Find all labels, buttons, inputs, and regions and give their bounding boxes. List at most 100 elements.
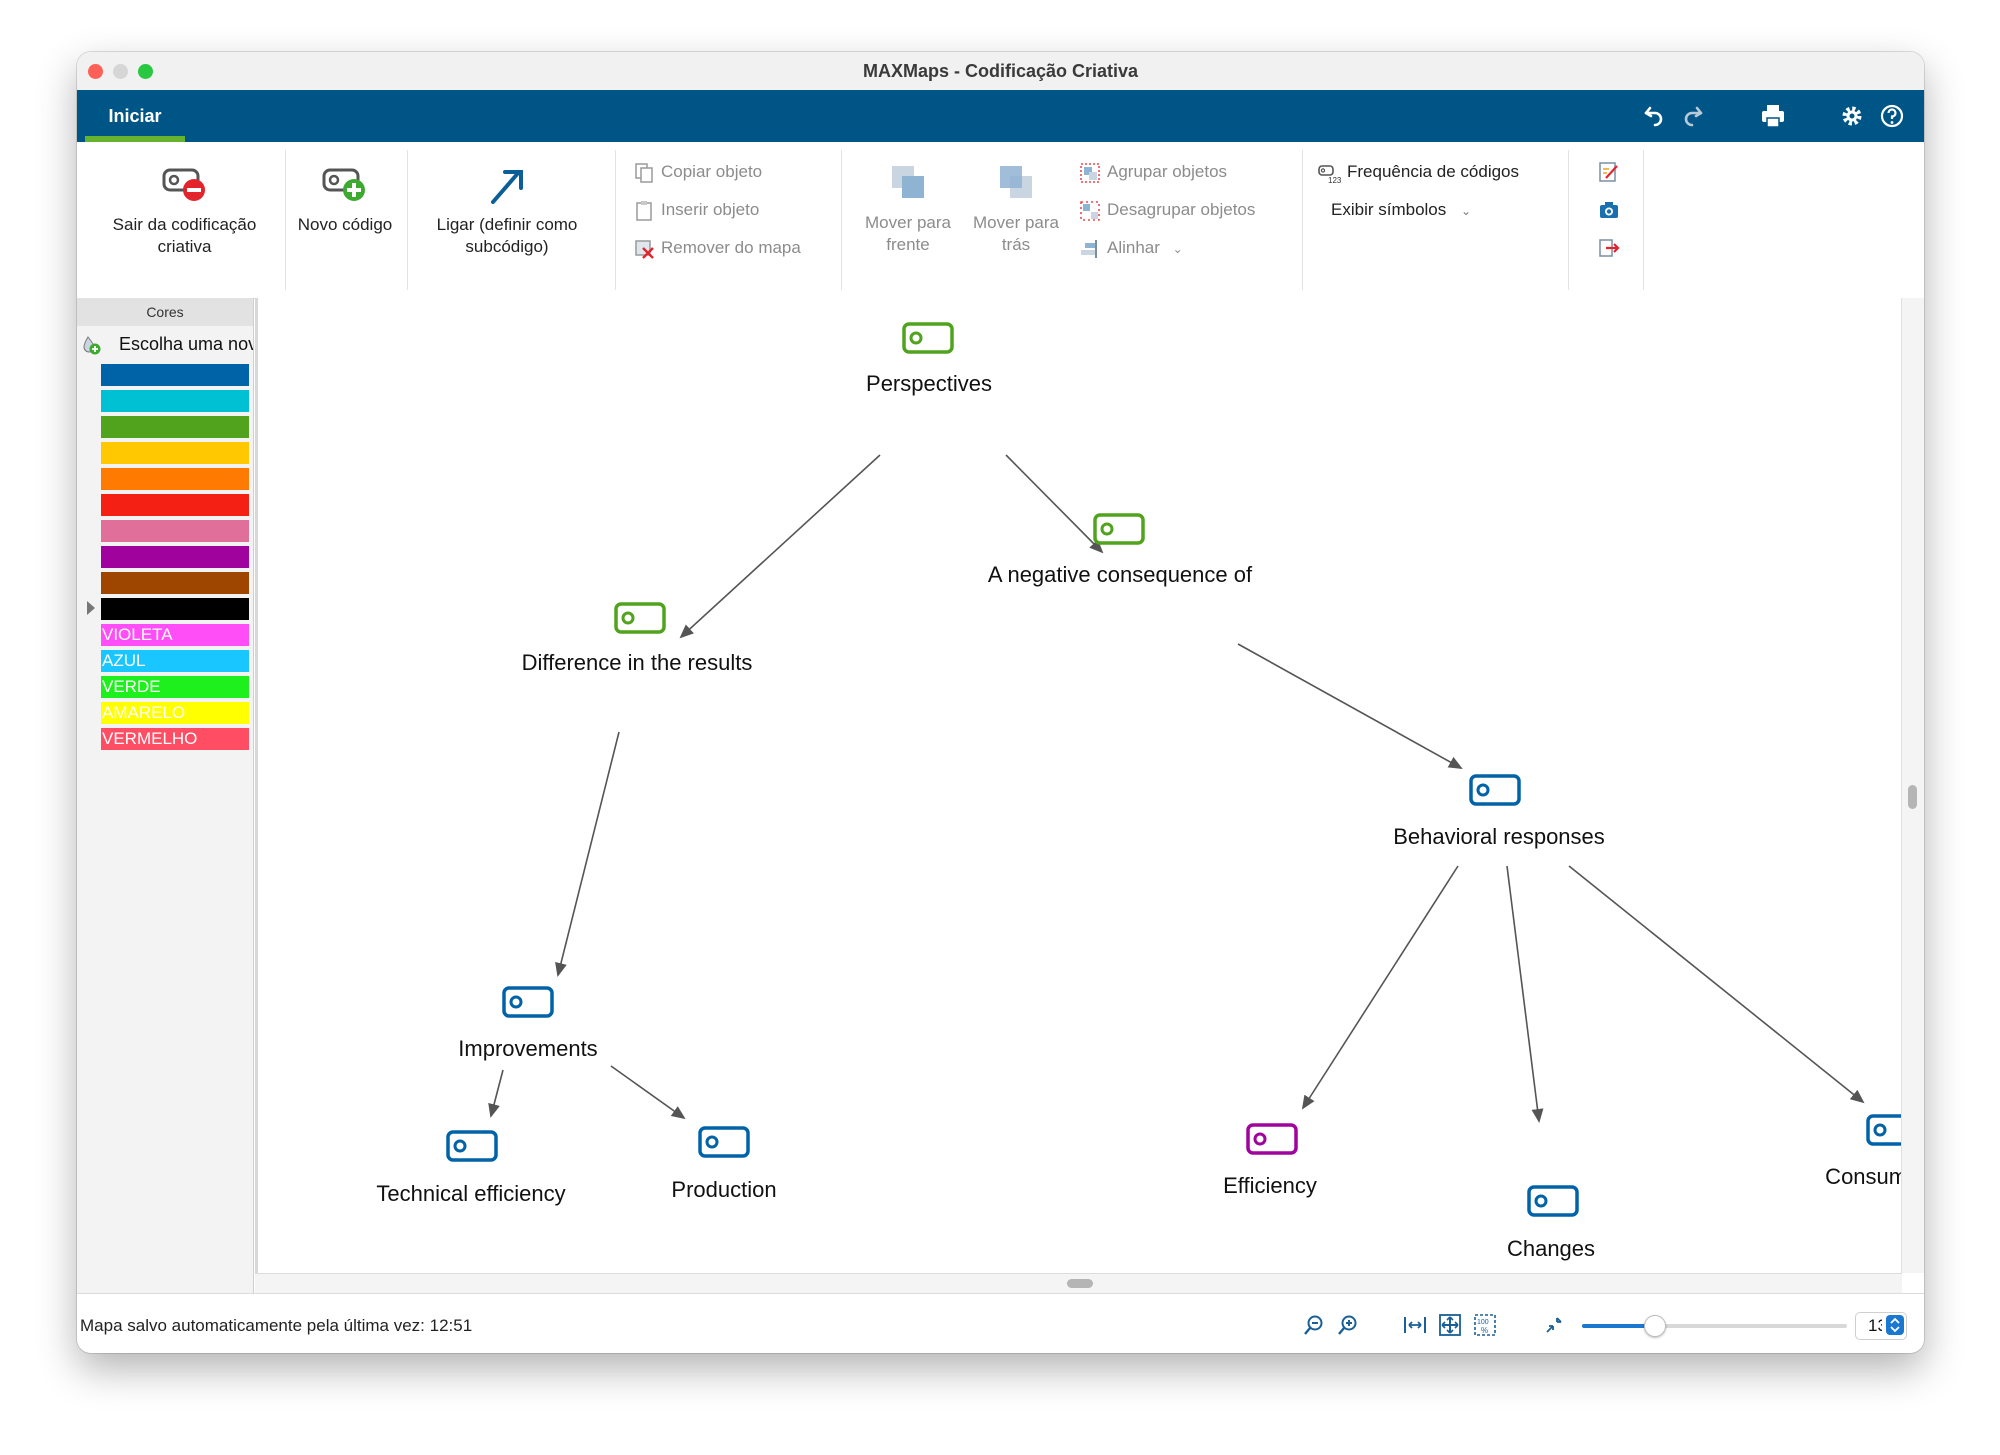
color-swatch[interactable]: [101, 572, 249, 594]
named-color-swatch[interactable]: VERMELHO: [101, 728, 249, 750]
color-swatch[interactable]: [101, 468, 249, 490]
insert-object-button[interactable]: Inserir objeto: [633, 198, 759, 222]
map-edge-perspectives-to-difference[interactable]: [679, 454, 881, 639]
redo-icon[interactable]: [1680, 102, 1708, 130]
map-edge-perspectives-to-negative[interactable]: [1005, 454, 1104, 554]
send-backward-icon: [1000, 166, 1032, 198]
new-code-button[interactable]: Novo código: [295, 164, 395, 236]
code-frequency-button[interactable]: 123 Frequência de códigos: [1317, 160, 1520, 185]
horizontal-scrollbar[interactable]: [255, 1273, 1902, 1294]
code-tag-icon[interactable]: [501, 985, 555, 1019]
map-node-label[interactable]: Difference in the results: [521, 650, 753, 675]
named-color-swatch[interactable]: VERDE: [101, 676, 249, 698]
exit-creative-coding-label: Sair da codificação criativa: [112, 215, 257, 256]
map-canvas[interactable]: Perspectives A negative consequence of Dif…: [255, 298, 1924, 1273]
zoom-slider-knob[interactable]: [1643, 1315, 1666, 1337]
send-backward-button[interactable]: Mover para trás: [967, 162, 1065, 256]
map-edge-improvements-to-production[interactable]: [610, 1065, 686, 1120]
code-frequency-label: Frequência de códigos: [1347, 162, 1520, 181]
map-edge-behavioral-to-efficiency[interactable]: [1301, 865, 1459, 1110]
autosave-status: Mapa salvo automaticamente pela última v…: [80, 1316, 473, 1335]
chevron-down-icon: ⌄: [1461, 204, 1472, 218]
color-swatch[interactable]: [101, 416, 249, 438]
stepper-icon: [1890, 1317, 1900, 1333]
horizontal-scroll-thumb[interactable]: [1067, 1279, 1093, 1288]
align-button[interactable]: Alinhar ⌄: [1079, 236, 1183, 260]
map-node-label[interactable]: Behavioral responses: [1393, 824, 1605, 849]
zoom-slider[interactable]: [1582, 1315, 1847, 1337]
code-tag-icon[interactable]: [901, 321, 955, 355]
group-icon: [1080, 162, 1100, 183]
map-edge-difference-to-improvements[interactable]: [555, 731, 620, 977]
color-swatch[interactable]: [101, 546, 249, 568]
map-node-label[interactable]: Production: [671, 1177, 777, 1202]
map-edge-improvements-to-technical[interactable]: [488, 1069, 504, 1118]
actual-size-icon[interactable]: 100 %: [1473, 1313, 1497, 1337]
minimize-window-button[interactable]: [113, 64, 128, 79]
bring-forward-label: Mover para frente: [865, 213, 951, 254]
fit-page-icon[interactable]: [1438, 1313, 1462, 1337]
ungroup-objects-button[interactable]: Desagrupar objetos: [1079, 198, 1255, 222]
bring-forward-button[interactable]: Mover para frente: [859, 162, 957, 256]
export-icon[interactable]: [1597, 236, 1621, 260]
color-swatch[interactable]: [101, 390, 249, 412]
map-node-label[interactable]: A negative consequence of: [987, 562, 1253, 587]
map-node-label[interactable]: Technical efficiency: [376, 1181, 566, 1206]
map-edge-behavioral-to-changes[interactable]: [1506, 865, 1544, 1123]
color-swatch[interactable]: [101, 598, 249, 620]
zoom-stepper[interactable]: [1886, 1315, 1904, 1335]
color-swatch[interactable]: [101, 494, 249, 516]
code-tag-icon[interactable]: [1526, 1184, 1580, 1218]
remove-from-map-button[interactable]: Remover do mapa: [633, 236, 801, 260]
exit-code-icon: [162, 168, 205, 201]
window-title: MAXMaps - Codificação Criativa: [862, 61, 1139, 81]
code-tag-icon[interactable]: [613, 601, 667, 635]
code-tag-icon[interactable]: [1245, 1122, 1299, 1156]
new-code-icon: [322, 168, 365, 201]
edit-map-icon[interactable]: [1597, 160, 1621, 184]
zoom-out-icon[interactable]: [1303, 1314, 1325, 1336]
map-edge-negative-to-behavioral[interactable]: [1237, 643, 1463, 769]
ribbon-separator: [407, 150, 408, 290]
named-color-swatch[interactable]: AMARELO: [101, 702, 249, 724]
vertical-scroll-thumb[interactable]: [1908, 785, 1917, 809]
code-tag-icon[interactable]: [1468, 773, 1522, 807]
reset-zoom-icon[interactable]: [1543, 1314, 1565, 1336]
fit-width-icon[interactable]: [1403, 1314, 1427, 1336]
vertical-scrollbar[interactable]: [1901, 298, 1924, 1273]
code-tag-icon[interactable]: [445, 1129, 499, 1163]
undo-icon[interactable]: [1639, 102, 1667, 130]
zoom-in-icon[interactable]: [1337, 1314, 1359, 1336]
help-icon[interactable]: [1878, 102, 1906, 130]
group-objects-button[interactable]: Agrupar objetos: [1079, 160, 1227, 184]
map-edges: [488, 454, 1865, 1123]
copy-object-button[interactable]: Copiar objeto: [633, 160, 762, 184]
zoom-window-button[interactable]: [138, 64, 153, 79]
svg-text:123: 123: [1328, 176, 1341, 184]
show-symbols-label: Exibir símbolos: [1331, 200, 1447, 219]
camera-icon[interactable]: [1597, 198, 1621, 222]
show-symbols-dropdown[interactable]: Exibir símbolos ⌄: [1331, 198, 1471, 222]
color-swatch[interactable]: [101, 442, 249, 464]
map-edge-behavioral-to-consumption[interactable]: [1568, 865, 1865, 1104]
map-node-label[interactable]: Efficiency: [1223, 1173, 1317, 1198]
tab-iniciar[interactable]: Iniciar: [85, 90, 185, 142]
code-tag-icon[interactable]: [697, 1125, 751, 1159]
named-color-swatch[interactable]: VIOLETA: [101, 624, 249, 646]
map-node-label[interactable]: Perspectives: [866, 371, 992, 396]
code-tag-icon[interactable]: [1092, 512, 1146, 546]
link-subcode-button[interactable]: Ligar (definir como subcódigo): [422, 164, 592, 258]
close-window-button[interactable]: [88, 64, 103, 79]
choose-color-row[interactable]: Escolha uma nova: [77, 330, 253, 360]
named-color-swatch[interactable]: AZUL: [101, 650, 249, 672]
color-swatch[interactable]: [101, 520, 249, 542]
map-node-label[interactable]: Changes: [1506, 1236, 1596, 1261]
map-node-label[interactable]: Improvements: [458, 1036, 598, 1061]
ribbon-separator: [1568, 150, 1569, 290]
gear-icon[interactable]: [1838, 102, 1866, 130]
expand-arrow-icon[interactable]: [86, 600, 96, 616]
exit-creative-coding-button[interactable]: Sair da codificação criativa: [97, 164, 272, 258]
zoom-value-field[interactable]: 13: [1855, 1312, 1907, 1340]
print-icon[interactable]: [1759, 102, 1787, 130]
color-swatch[interactable]: [101, 364, 249, 386]
